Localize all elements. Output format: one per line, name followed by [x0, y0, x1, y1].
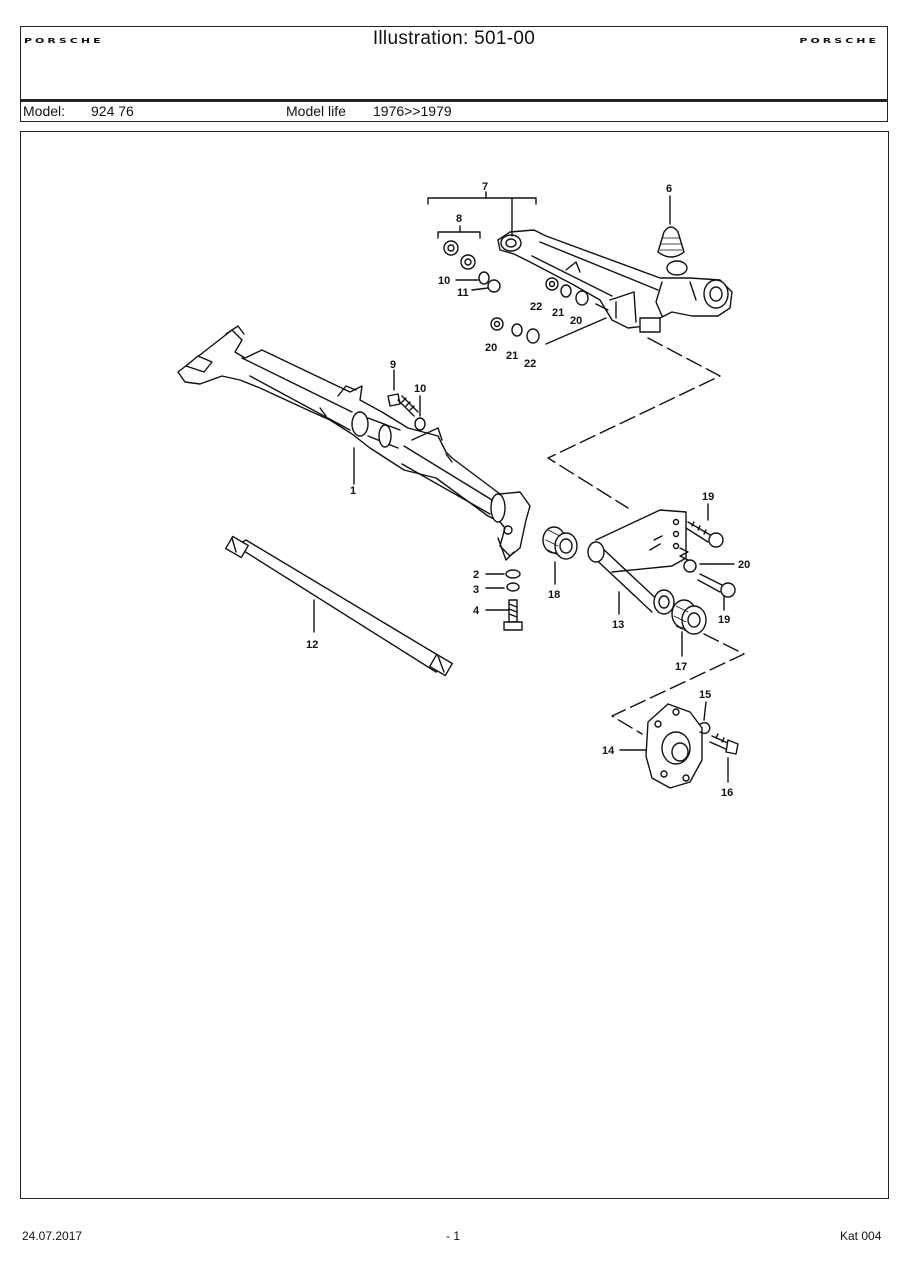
model-life-value: 1976>>1979 — [373, 103, 452, 119]
callout-21-upper: 21 — [552, 307, 564, 319]
porsche-logo-right: PORSCHE — [799, 37, 879, 45]
callout-16: 16 — [721, 787, 733, 799]
callout-20-lower: 20 — [485, 342, 497, 354]
callout-7: 7 — [482, 181, 488, 193]
callout-9: 9 — [390, 359, 396, 371]
trailing-arm — [497, 229, 733, 333]
bushing-17 — [671, 599, 707, 635]
illustration-frame — [20, 131, 889, 1199]
axle-cross-tube — [177, 325, 531, 561]
callout-6: 6 — [666, 183, 672, 195]
footer-date: 24.07.2017 — [22, 1229, 83, 1243]
callout-20-upper: 20 — [570, 315, 582, 327]
model-value: 924 76 — [91, 103, 134, 119]
washer-2 — [505, 569, 521, 579]
lock-washer-3 — [506, 582, 520, 592]
bolt-9 — [387, 393, 419, 417]
callout-2: 2 — [473, 569, 479, 581]
callout-11: 11 — [457, 287, 469, 299]
porsche-logo-left: PORSCHE — [24, 37, 104, 45]
nut-22-upper — [545, 277, 559, 291]
bushing-8 — [443, 240, 476, 270]
callout-15: 15 — [699, 689, 711, 701]
callout-10-lower: 10 — [414, 383, 426, 395]
callout-21-lower: 21 — [506, 350, 518, 362]
bolt-19-upper — [685, 521, 724, 548]
footer-catalog: Kat 004 — [840, 1229, 882, 1243]
callout-13: 13 — [612, 619, 624, 631]
bolt-16 — [709, 733, 739, 755]
page-title: Illustration: 501-00 — [372, 28, 536, 49]
bump-stop-6 — [657, 226, 685, 258]
callout-12: 12 — [306, 639, 318, 651]
callout-8: 8 — [456, 213, 462, 225]
clip-15 — [699, 721, 711, 735]
header-box: PORSCHE Illustration: 501-00 PORSCHE Mod… — [20, 26, 888, 122]
spring-plate-13 — [587, 509, 687, 615]
callout-4: 4 — [473, 605, 480, 617]
header-divider — [21, 99, 887, 102]
model-label: Model: — [23, 103, 66, 119]
bushing-18 — [542, 526, 578, 560]
callout-20-right: 20 — [738, 559, 750, 571]
callout-1: 1 — [350, 485, 356, 497]
callout-17: 17 — [675, 661, 687, 673]
footer-page-number: - 1 — [446, 1229, 461, 1243]
bolt-19-lower — [697, 573, 736, 598]
callout-22-upper: 22 — [530, 301, 542, 313]
washer-10 — [414, 417, 426, 431]
model-row: Model: 924 76 Model life 1976>>1979 — [21, 103, 887, 121]
callout-18: 18 — [548, 589, 560, 601]
callout-3: 3 — [473, 584, 479, 596]
callout-19-lower: 19 — [718, 614, 730, 626]
washer-20-right — [683, 559, 697, 573]
model-life-label: Model life — [286, 103, 346, 119]
torsion-bar — [225, 535, 453, 677]
callout-10-upper: 10 — [438, 275, 450, 287]
callout-22-lower: 22 — [524, 358, 536, 370]
bearing-housing-14 — [645, 703, 703, 789]
callout-19-upper: 19 — [702, 491, 714, 503]
callout-14: 14 — [602, 745, 615, 757]
